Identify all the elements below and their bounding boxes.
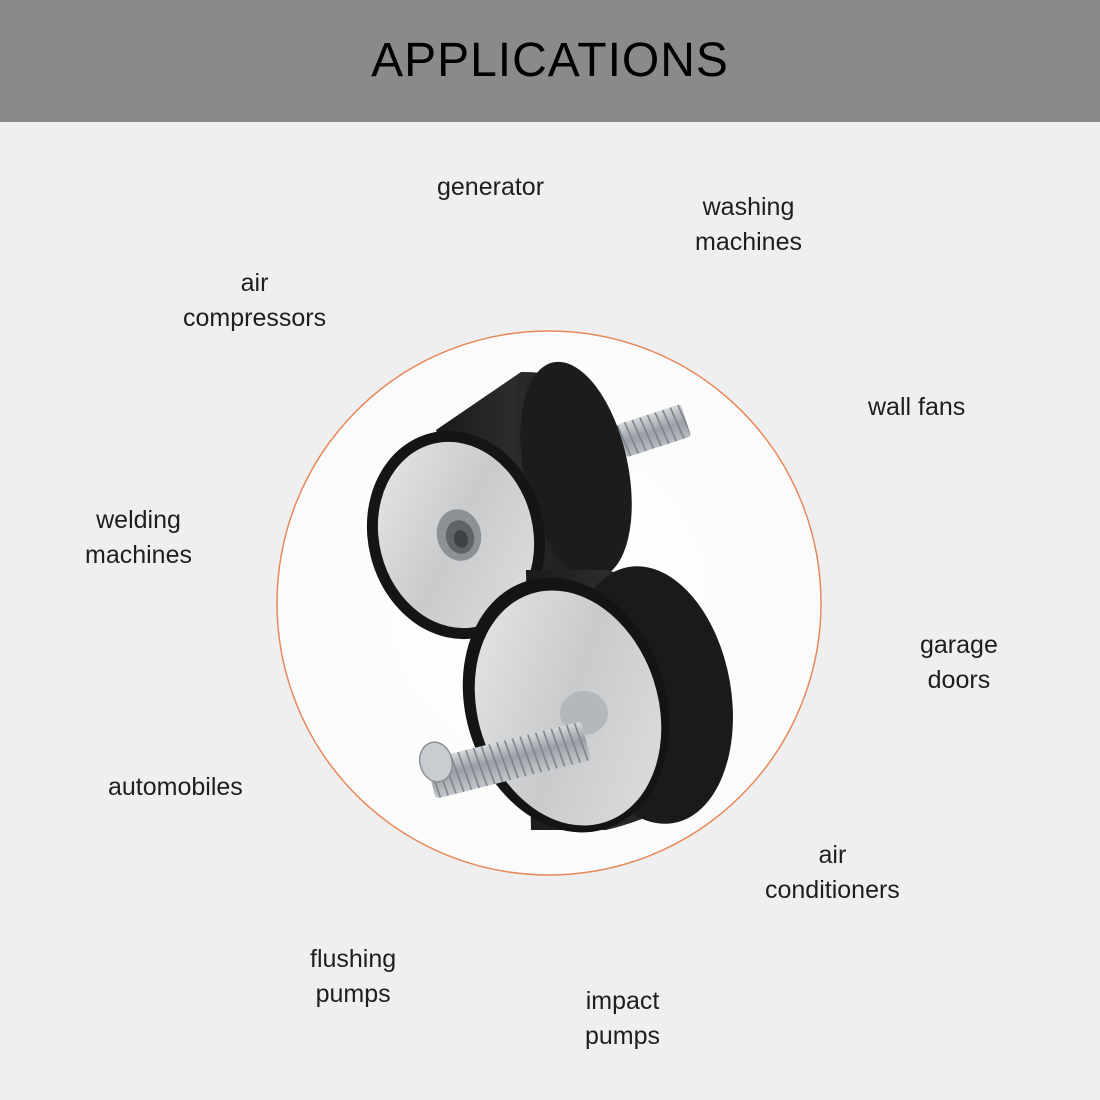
label-line: welding (96, 506, 181, 534)
label-line: washing (702, 193, 795, 221)
label-generator: generator (437, 170, 544, 205)
label-line: air (818, 841, 847, 869)
label-line: machines (85, 541, 192, 569)
label-line: automobiles (108, 773, 243, 801)
upper-mount (366, 361, 691, 640)
lower-mount (418, 566, 733, 833)
vibration-isolator-mounts-image (276, 330, 822, 876)
label-line: flushing (310, 945, 397, 973)
label-automobiles: automobiles (108, 770, 243, 805)
label-line: impact (585, 987, 660, 1015)
label-line: garage (920, 631, 998, 659)
label-air-conditioners: air conditioners (765, 838, 900, 908)
label-garage-doors: garage doors (920, 628, 998, 698)
label-line: wall fans (868, 393, 966, 421)
label-line: pumps (585, 1022, 661, 1050)
label-line: compressors (183, 304, 327, 332)
page-title: APPLICATIONS (371, 34, 729, 87)
label-air-compressors: air compressors (183, 266, 326, 336)
label-line: conditioners (765, 876, 900, 904)
label-line: machines (695, 228, 802, 256)
label-washing-machines: washing machines (695, 190, 802, 260)
label-line: generator (437, 173, 545, 201)
label-line: doors (927, 666, 991, 694)
label-line: air (240, 269, 269, 297)
header-bar: APPLICATIONS (0, 0, 1100, 122)
label-wall-fans: wall fans (868, 390, 965, 425)
label-flushing-pumps: flushing pumps (310, 942, 396, 1012)
label-impact-pumps: impact pumps (585, 984, 660, 1054)
label-welding-machines: welding machines (85, 503, 192, 573)
label-line: pumps (315, 980, 391, 1008)
